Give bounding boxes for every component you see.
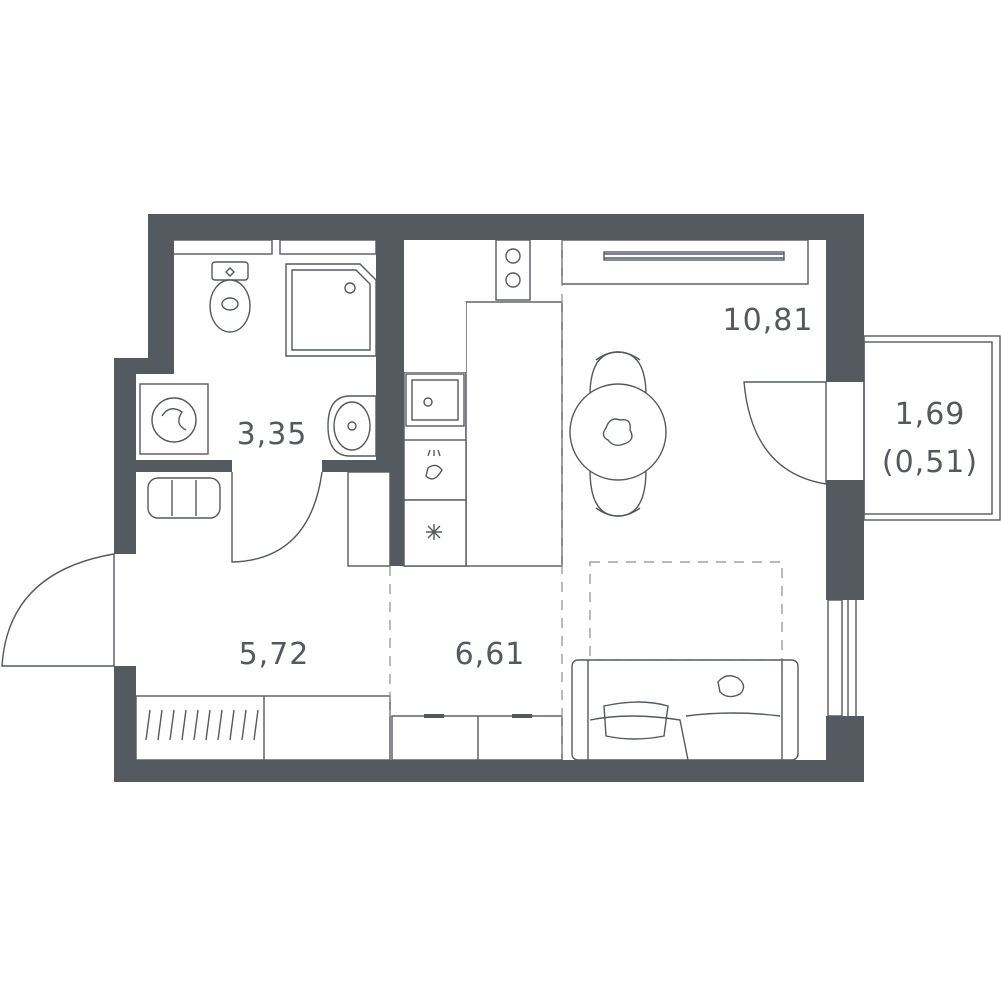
balcony-door-icon [743, 381, 827, 485]
armchair-icon [147, 477, 221, 519]
walls [114, 214, 864, 782]
stove-icon [495, 239, 531, 301]
hall-cabinet-icon [347, 471, 391, 567]
balcony [863, 335, 1001, 521]
chair-icon [589, 351, 647, 397]
sofa-icon [571, 659, 799, 761]
chair-icon [589, 469, 647, 517]
washing-machine-icon [139, 383, 209, 455]
shower-icon [285, 263, 377, 357]
bathroom-area-label: 3,35 [237, 417, 308, 452]
kitchen-area-label: 6,61 [455, 637, 526, 672]
zone-dividers [389, 240, 563, 760]
balcony-reduced-area-label: (0,51) [882, 445, 978, 480]
living-room-area-label: 10,81 [723, 303, 814, 338]
windows [171, 239, 857, 717]
dining-table-icon [569, 351, 667, 517]
kitchen-sink-icon [405, 373, 465, 427]
entrance-door-icon [1, 553, 115, 667]
rug [589, 561, 783, 661]
fridge-icon [403, 499, 467, 567]
sink-icon [327, 395, 377, 457]
toilet-icon [209, 261, 251, 333]
bathroom-door-icon [231, 471, 323, 563]
balcony-area-label: 1,69 [895, 397, 966, 432]
tv-icon [603, 251, 785, 261]
wardrobe-icon [135, 695, 391, 761]
hallway-area-label: 5,72 [239, 637, 310, 672]
dishwasher-icon [403, 439, 467, 501]
kitchen-lower-cabinets [391, 714, 563, 761]
